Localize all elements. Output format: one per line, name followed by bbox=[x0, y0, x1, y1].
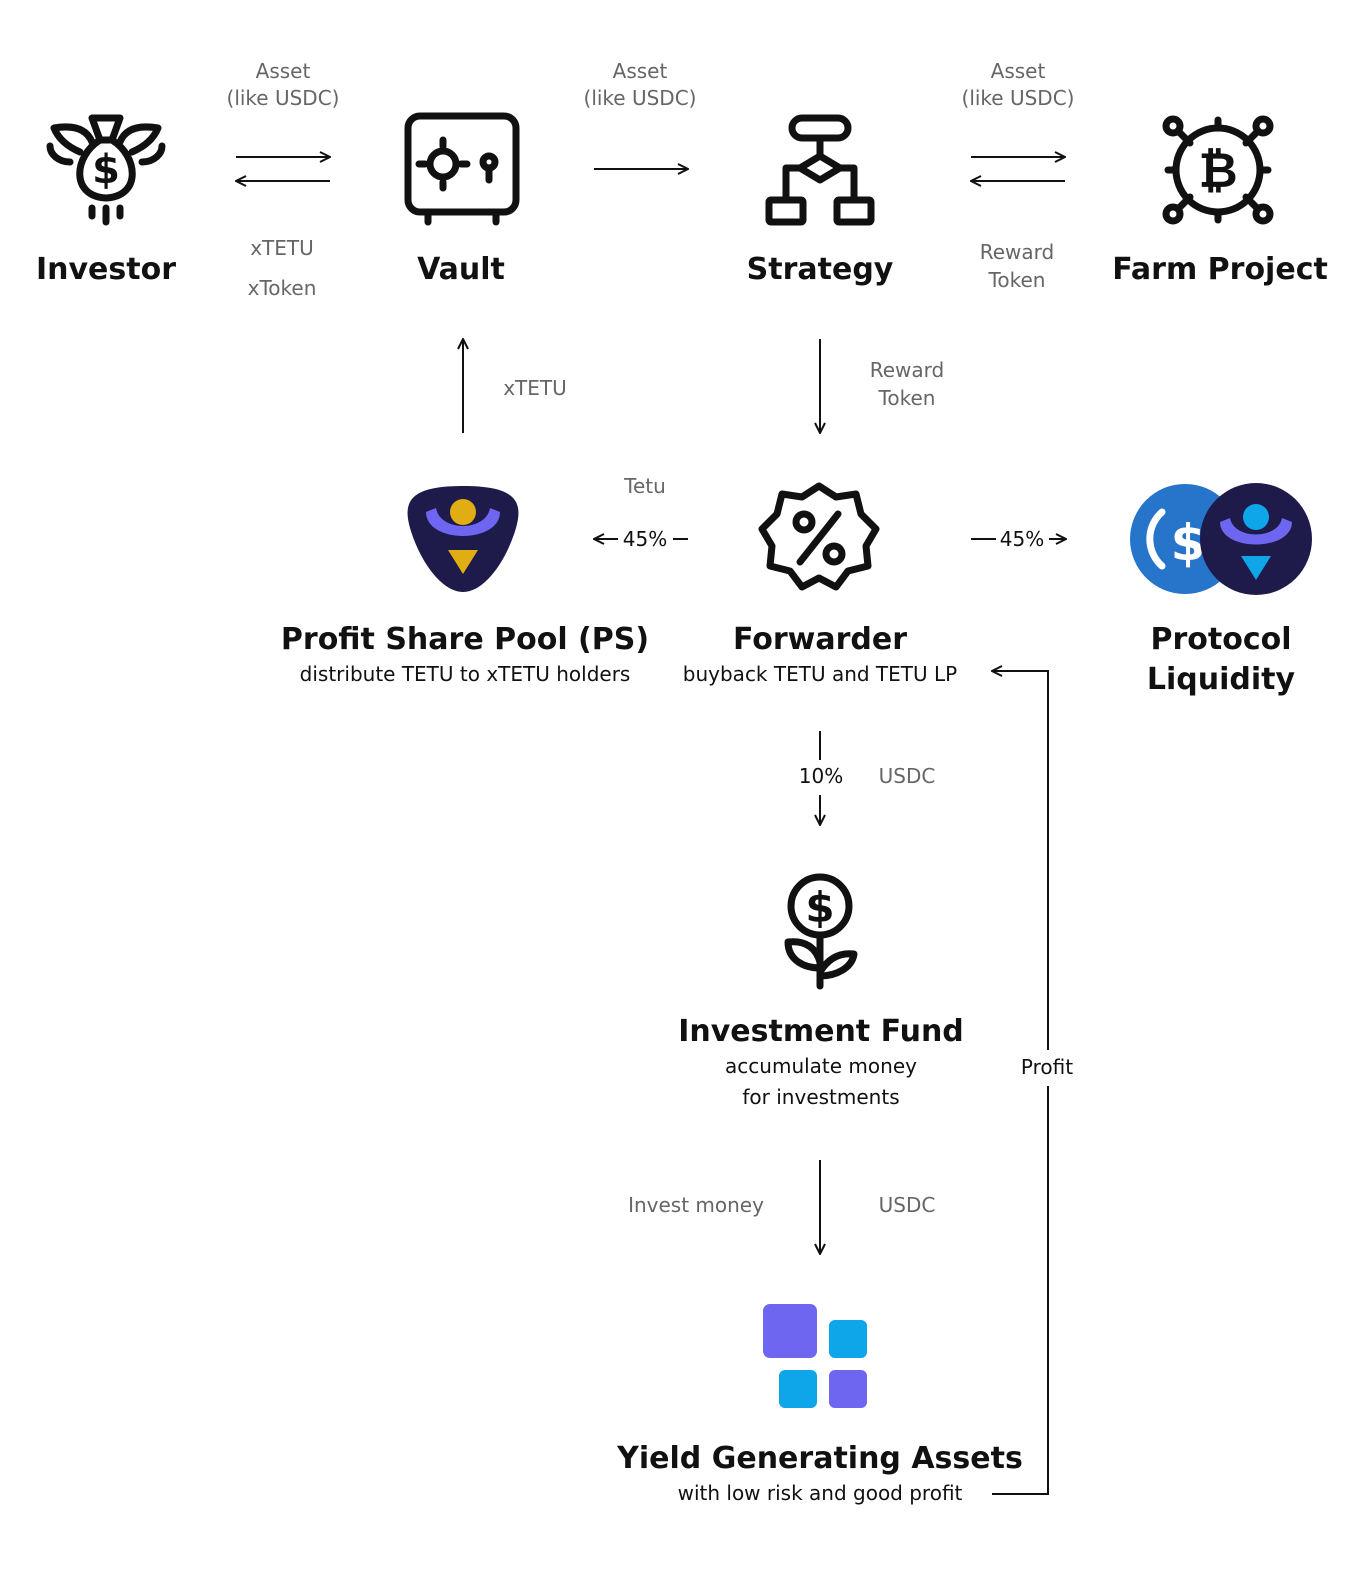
edge-strategy-farm-bottom-1: Reward bbox=[980, 240, 1054, 264]
tetu-coin-icon bbox=[1200, 483, 1312, 595]
edge-vault-strategy-top-2: (like USDC) bbox=[584, 86, 697, 110]
edge-strategy-farm-bottom-2: Token bbox=[988, 268, 1046, 292]
edge-ps-vault-label: xTETU bbox=[503, 376, 567, 400]
arrows bbox=[236, 157, 1066, 1495]
edge-profit-label: Profit bbox=[1021, 1055, 1073, 1079]
node-farm-project-label: Farm Project bbox=[1112, 252, 1328, 287]
bitcoin-icon: ₿ bbox=[1162, 115, 1274, 225]
node-investor-label: Investor bbox=[36, 252, 176, 287]
edge-forwarder-liquidity-percent: 45% bbox=[1000, 527, 1044, 551]
node-liquidity-label-line2: Liquidity bbox=[1147, 662, 1296, 697]
money-bag-icon: $ bbox=[46, 114, 166, 226]
flowchart-icon bbox=[765, 114, 875, 226]
edge-strategy-farm-top-2: (like USDC) bbox=[962, 86, 1075, 110]
edge-investor-vault-bottom-2: xToken bbox=[248, 276, 317, 300]
edge-forwarder-ps-token: Tetu bbox=[623, 474, 666, 498]
svg-text:$: $ bbox=[1171, 514, 1206, 572]
safe-icon bbox=[404, 112, 520, 226]
edge-investor-vault-top-2: (like USDC) bbox=[227, 86, 340, 110]
edge-strategy-forwarder-1: Reward bbox=[870, 358, 944, 382]
edge-fund-assets-right: USDC bbox=[879, 1193, 936, 1217]
edge-forwarder-fund-percent: 10% bbox=[799, 764, 843, 788]
node-ps-label: Profit Share Pool (PS) bbox=[281, 622, 649, 657]
node-strategy-label: Strategy bbox=[747, 252, 894, 287]
edge-forwarder-fund-token: USDC bbox=[879, 764, 936, 788]
edge-investor-vault-bottom-1: xTETU bbox=[250, 236, 314, 260]
edge-strategy-farm-top-1: Asset bbox=[991, 59, 1046, 83]
node-vault-label: Vault bbox=[417, 252, 505, 287]
edge-vault-strategy-top-1: Asset bbox=[613, 59, 668, 83]
arrow-profit-loop-a bbox=[992, 1086, 1049, 1495]
edge-strategy-forwarder-2: Token bbox=[878, 386, 936, 410]
svg-text:₿: ₿ bbox=[1198, 143, 1237, 199]
svg-text:$: $ bbox=[92, 147, 120, 193]
node-forwarder-label: Forwarder bbox=[733, 622, 907, 657]
edge-fund-assets-left: Invest money bbox=[628, 1193, 764, 1217]
node-forwarder-description: buyback TETU and TETU LP bbox=[683, 662, 957, 686]
asset-blocks-icon bbox=[763, 1304, 867, 1408]
edge-forwarder-ps-percent: 45% bbox=[623, 527, 667, 551]
node-fund-description-line2: for investments bbox=[742, 1085, 899, 1109]
percent-badge-icon bbox=[758, 482, 880, 591]
node-liquidity-label-line1: Protocol bbox=[1150, 622, 1291, 657]
node-fund-label: Investment Fund bbox=[678, 1014, 964, 1049]
svg-text:$: $ bbox=[805, 883, 834, 932]
node-assets-description: with low risk and good profit bbox=[678, 1481, 963, 1505]
tetu-logo-icon bbox=[407, 486, 519, 592]
edge-investor-vault-top-1: Asset bbox=[256, 59, 311, 83]
node-ps-description: distribute TETU to xTETU holders bbox=[300, 662, 631, 686]
money-plant-icon: $ bbox=[784, 873, 858, 990]
node-fund-description-line1: accumulate money bbox=[725, 1054, 917, 1078]
node-assets-label: Yield Generating Assets bbox=[616, 1441, 1023, 1476]
arrow-profit-loop-b bbox=[992, 671, 1049, 1050]
